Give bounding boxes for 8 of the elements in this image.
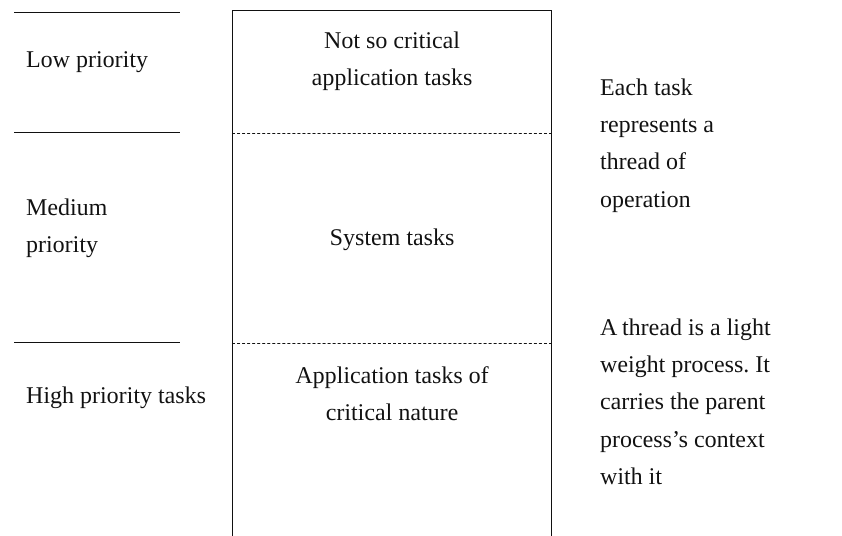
- priority-label: Low priority: [26, 46, 149, 75]
- priority-band: System tasks: [232, 133, 552, 343]
- note-text: A thread is a light weight process. It carries the parent process’s context with it: [600, 314, 772, 492]
- priority-label: High priority tasks: [26, 382, 207, 411]
- priority-band: Not so critical application tasks: [232, 10, 552, 133]
- priority-label: Medium priority: [26, 194, 108, 260]
- priority-band: Application tasks of critical nature: [232, 343, 552, 536]
- note-text: Each task represents a thread of operation: [600, 74, 715, 215]
